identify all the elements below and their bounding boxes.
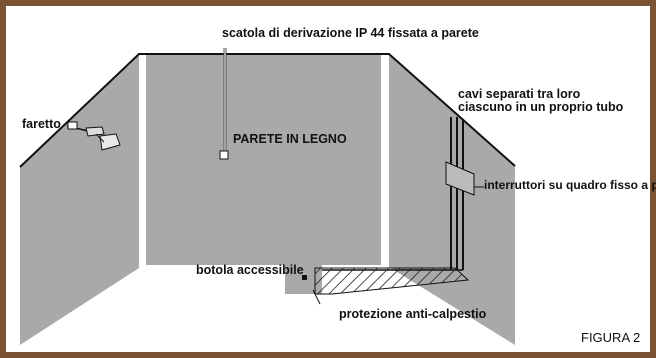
spotlight-icon [66, 121, 121, 151]
protection-label: protezione anti-calpestio [339, 307, 487, 321]
figure-label: FIGURA 2 [581, 330, 640, 345]
top-wire [19, 53, 516, 168]
hatch-dot [302, 275, 307, 280]
hatch-panel [285, 254, 322, 294]
protection-strip [314, 267, 470, 295]
junction-box-icon [219, 150, 229, 160]
switch-panel-icon [445, 161, 475, 196]
switches-label: interruttori su quadro fisso a parete [484, 178, 656, 192]
wood-wall-label: PARETE IN LEGNO [233, 132, 347, 146]
hatch-label: botola accessibile [196, 263, 304, 277]
separate-cables-label-2: ciascuno in un proprio tubo [458, 100, 624, 114]
junction-box-label: scatola di derivazione IP 44 fissata a p… [222, 26, 479, 40]
separate-cables-label-1: cavi separati tra loro [458, 87, 581, 101]
back-wall [146, 54, 381, 265]
left-wall [20, 54, 139, 345]
spotlight-label: faretto [22, 117, 61, 131]
